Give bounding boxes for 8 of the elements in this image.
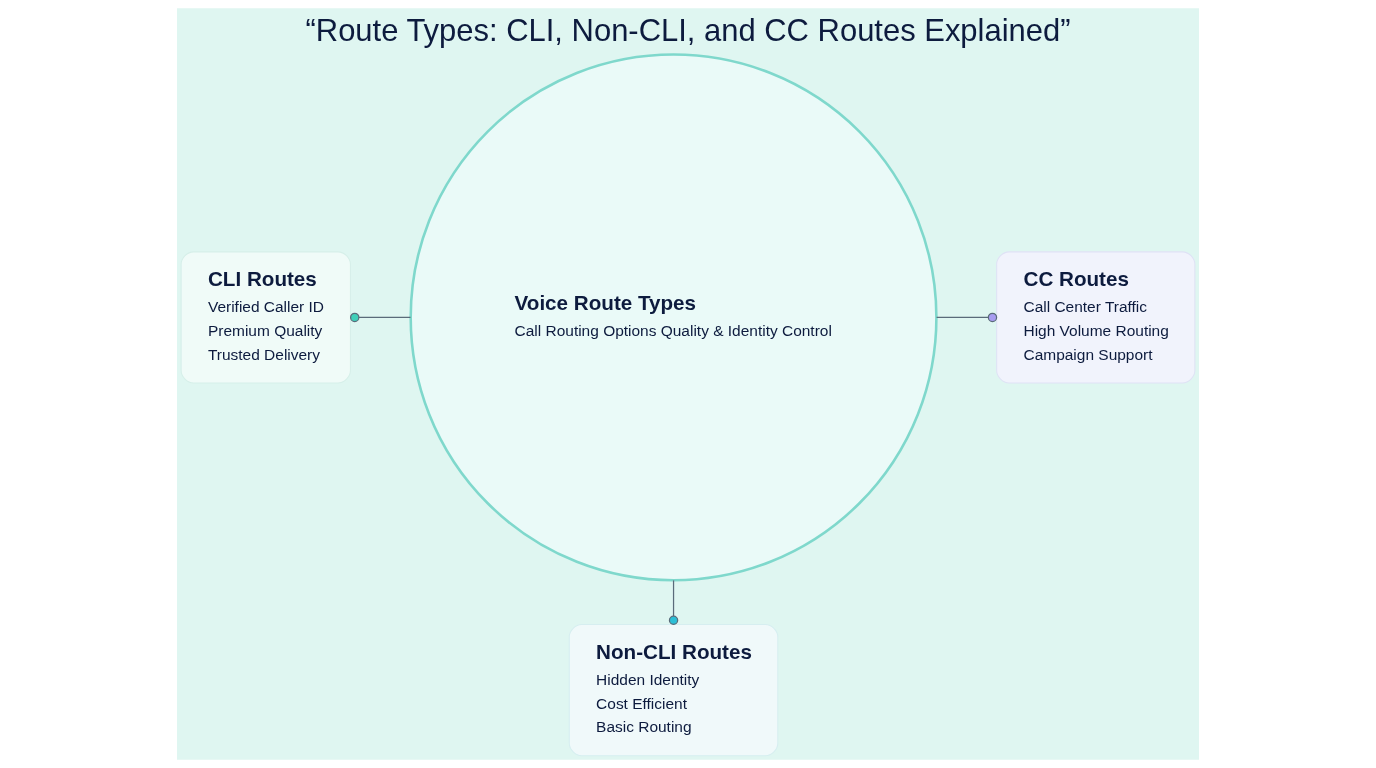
connector <box>936 312 998 323</box>
node-box: CC Routes Call Center Traffic High Volume Routing Campaign Support <box>996 251 1196 384</box>
connector <box>668 579 679 625</box>
diagram-title: “Route Types: CLI, Non-CLI, and CC Routes Explained” <box>305 13 1071 49</box>
node-circle: Voice Route Types Call Routing Options Quality & Identity Control <box>409 53 938 582</box>
node-box: Non-CLI Routes Hidden Identity Cost Efficient Basic Routing <box>568 624 779 757</box>
node-box: CLI Routes Verified Caller ID Premium Quality Trusted Delivery <box>180 251 351 384</box>
connector <box>350 312 412 323</box>
